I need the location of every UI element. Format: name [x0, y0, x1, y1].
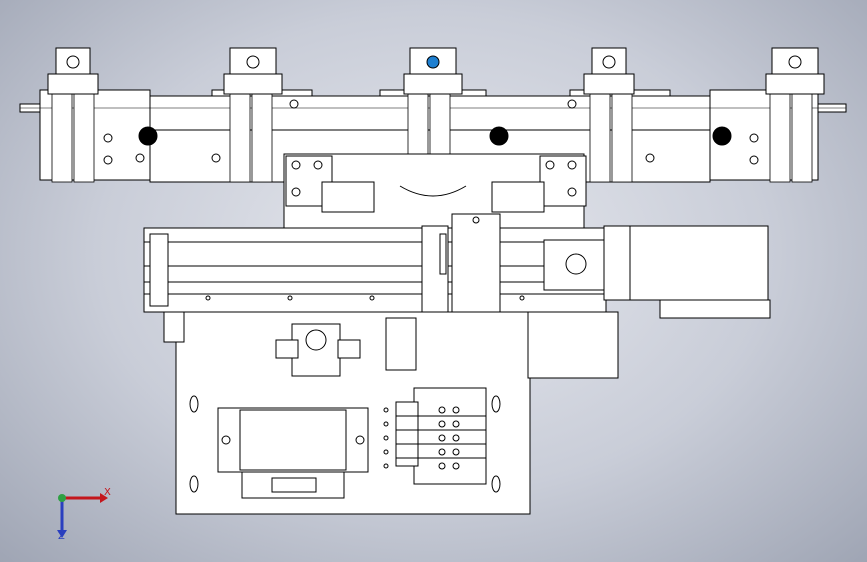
triad-graphic	[57, 493, 108, 538]
central-carriage[interactable]	[283, 153, 587, 229]
rectangular-block[interactable]	[217, 407, 369, 499]
axis-x-label: X	[104, 487, 111, 498]
servo-motor[interactable]	[543, 225, 771, 319]
base-holes	[189, 395, 501, 493]
axis-z-label: Z	[58, 531, 65, 542]
coordinate-triad: X Z	[42, 478, 122, 548]
linear-module[interactable]	[143, 227, 607, 313]
valve-manifold[interactable]	[383, 387, 487, 485]
gripper-heads[interactable]	[47, 47, 825, 95]
